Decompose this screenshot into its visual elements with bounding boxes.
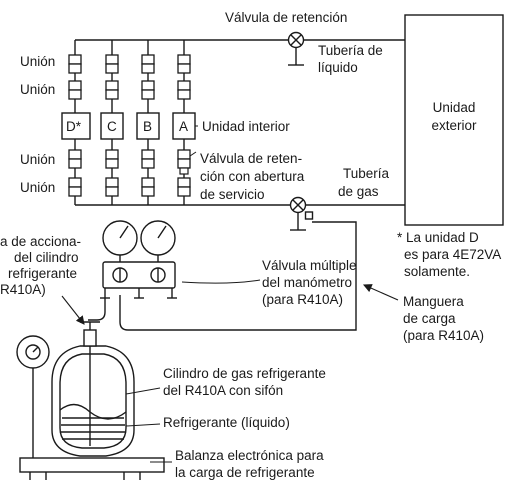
cylinder-valve-label-1: a de acciona- xyxy=(0,234,81,249)
hose-label-1: Manguera xyxy=(403,294,464,309)
hose-arrow xyxy=(362,284,399,301)
electronic-scale-icon xyxy=(16,335,165,480)
note-label-1: * La unidad D xyxy=(397,230,479,245)
liquid-refrigerant-label: Refrigerante (líquido) xyxy=(163,415,290,430)
outdoor-unit-label-1: Unidad xyxy=(433,100,476,115)
scale-label-2: la carga de refrigerante xyxy=(175,465,315,480)
liquid-pipe-label-2: líquido xyxy=(318,60,358,75)
cylinder-valve-label-3: refrigerante xyxy=(8,266,77,281)
indoor-unit-label: Unidad interior xyxy=(202,119,290,134)
check-valve-service-label-3: de servicio xyxy=(200,187,265,202)
outdoor-unit-label-2: exterior xyxy=(431,118,477,133)
unit-c-label: C xyxy=(107,119,117,134)
service-port-markers xyxy=(179,167,189,175)
cylinder-valve-label-2: del cilindro xyxy=(14,250,79,265)
manifold-label-2: del manómetro xyxy=(262,275,352,290)
union-label-2: Unión xyxy=(20,82,55,97)
union-fittings xyxy=(68,54,191,197)
outdoor-unit-box xyxy=(404,14,504,226)
gas-pipe-label-2: de gas xyxy=(338,184,379,199)
manifold-gauge-icon xyxy=(100,220,177,299)
cylinder-label-2: del R410A con sifón xyxy=(163,383,283,398)
manifold-label-3: (para R410A) xyxy=(262,292,343,307)
check-valve-liquid-icon xyxy=(287,31,305,66)
check-valve-label: Válvula de retención xyxy=(225,10,347,25)
charging-hose xyxy=(119,221,357,331)
unit-d-label: D* xyxy=(66,119,82,134)
liquid-pipe-label-1: Tubería de xyxy=(318,43,383,58)
manifold-label-1: Válvula múltiple xyxy=(262,258,357,273)
unit-a-label: A xyxy=(179,119,188,134)
note-label-2: es para 4E72VA xyxy=(404,247,501,262)
indoor-unit-b-box xyxy=(136,112,160,140)
gas-pipe-label-1: Tubería xyxy=(343,166,390,181)
check-valve-service-label-2: ción con abertura xyxy=(200,169,305,184)
check-valve-gas-icon xyxy=(289,196,314,231)
manifold-to-cylinder-hose xyxy=(88,298,106,321)
indoor-unit-a-box xyxy=(172,112,196,140)
check-valve-service-label-1: Válvula de reten- xyxy=(200,151,302,166)
cylinder-label-1: Cilindro de gas refrigerante xyxy=(163,366,326,381)
union-label-4: Unión xyxy=(20,180,55,195)
union-label-3: Unión xyxy=(20,152,55,167)
indoor-unit-c-box xyxy=(100,112,124,140)
hose-label-2: de carga xyxy=(403,311,456,326)
indoor-unit-d-box xyxy=(61,112,91,140)
note-label-3: solamente. xyxy=(404,264,470,279)
refrigerant-cylinder-icon xyxy=(51,321,135,457)
unit-b-label: B xyxy=(143,119,152,134)
union-label-1: Unión xyxy=(20,54,55,69)
cylinder-valve-label-4: R410A) xyxy=(0,282,46,297)
branch-lines xyxy=(74,40,185,205)
hose-label-3: (para R410A) xyxy=(403,328,484,343)
cylinder-valve-arrow xyxy=(61,295,85,325)
scale-label-1: Balanza electrónica para xyxy=(175,448,324,463)
